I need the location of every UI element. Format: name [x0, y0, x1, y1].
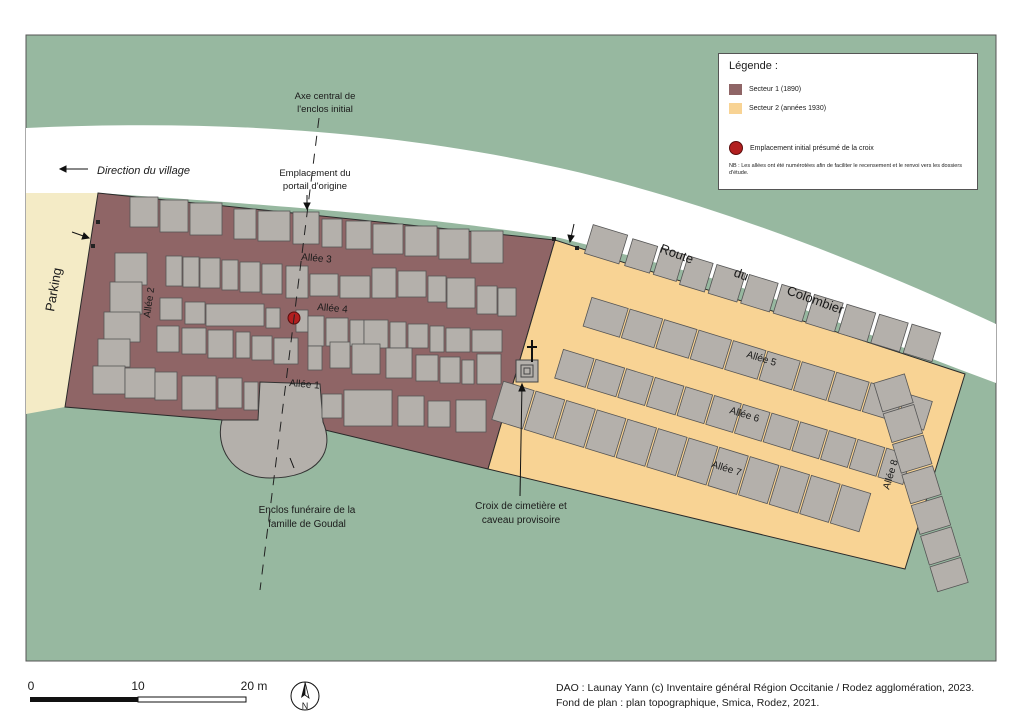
gate-posts [91, 220, 579, 250]
enclosure-label-2: famille de Goudal [268, 519, 346, 530]
sector-2-swatch [729, 103, 742, 114]
direction-village-label: Direction du village [97, 165, 190, 177]
credits-line-2: Fond de plan : plan topographique, Smica… [556, 697, 820, 709]
scale-bar: 0 10 20 m [28, 679, 268, 703]
legend: Légende : Secteur 1 (1890) Secteur 2 (an… [718, 53, 978, 190]
legend-sector-2-label: Secteur 2 (années 1930) [749, 105, 827, 112]
cross-label-2: caveau provisoire [482, 515, 561, 526]
cross-label-1: Croix de cimetière et [475, 501, 567, 512]
gate-label-1: Emplacement du [279, 168, 350, 179]
legend-title: Légende : [729, 60, 778, 72]
scale-0: 0 [28, 679, 35, 693]
axis-label-1: Axe central de [295, 91, 356, 102]
arrows [58, 165, 575, 497]
legend-sector-1: Secteur 1 (1890) [729, 84, 967, 95]
north-arrow: N [290, 681, 320, 711]
legend-sector-2: Secteur 2 (années 1930) [729, 103, 967, 114]
scale-20: 20 m [241, 679, 268, 693]
alley-4-label: Allée 4 [317, 302, 349, 316]
graves-sector-2 [491, 224, 969, 593]
legend-note: NB : Les allées ont été numérotées afin … [729, 163, 962, 176]
goudal-enclosure [219, 381, 328, 479]
alley-1-label: Allée 1 [289, 378, 321, 392]
legend-cross: Emplacement initial présumé de la croix [729, 141, 967, 155]
cross-dot-swatch [729, 141, 743, 155]
parking-area [26, 193, 98, 414]
legend-cross-label: Emplacement initial présumé de la croix [750, 144, 874, 152]
route-label-2: du [732, 265, 751, 284]
central-axis-line [259, 117, 320, 591]
gate-label-2: portail d'origine [283, 181, 347, 192]
alley-3-label: Allée 3 [301, 252, 333, 266]
sector-1-swatch [729, 84, 742, 95]
road [26, 125, 996, 383]
credits-line-1: DAO : Launay Yann (c) Inventaire général… [556, 682, 975, 694]
axis-label-2: l'enclos initial [297, 104, 353, 115]
north-label: N [302, 701, 309, 711]
cross-caveau [515, 340, 539, 383]
legend-sector-1-label: Secteur 1 (1890) [749, 86, 802, 93]
credits: DAO : Launay Yann (c) Inventaire général… [556, 681, 974, 711]
graves-sector-1 [92, 196, 517, 433]
scale-10: 10 [131, 679, 145, 693]
enclosure-label-1: Enclos funéraire de la [259, 505, 356, 516]
alley-2-label: Allée 2 [142, 286, 157, 318]
